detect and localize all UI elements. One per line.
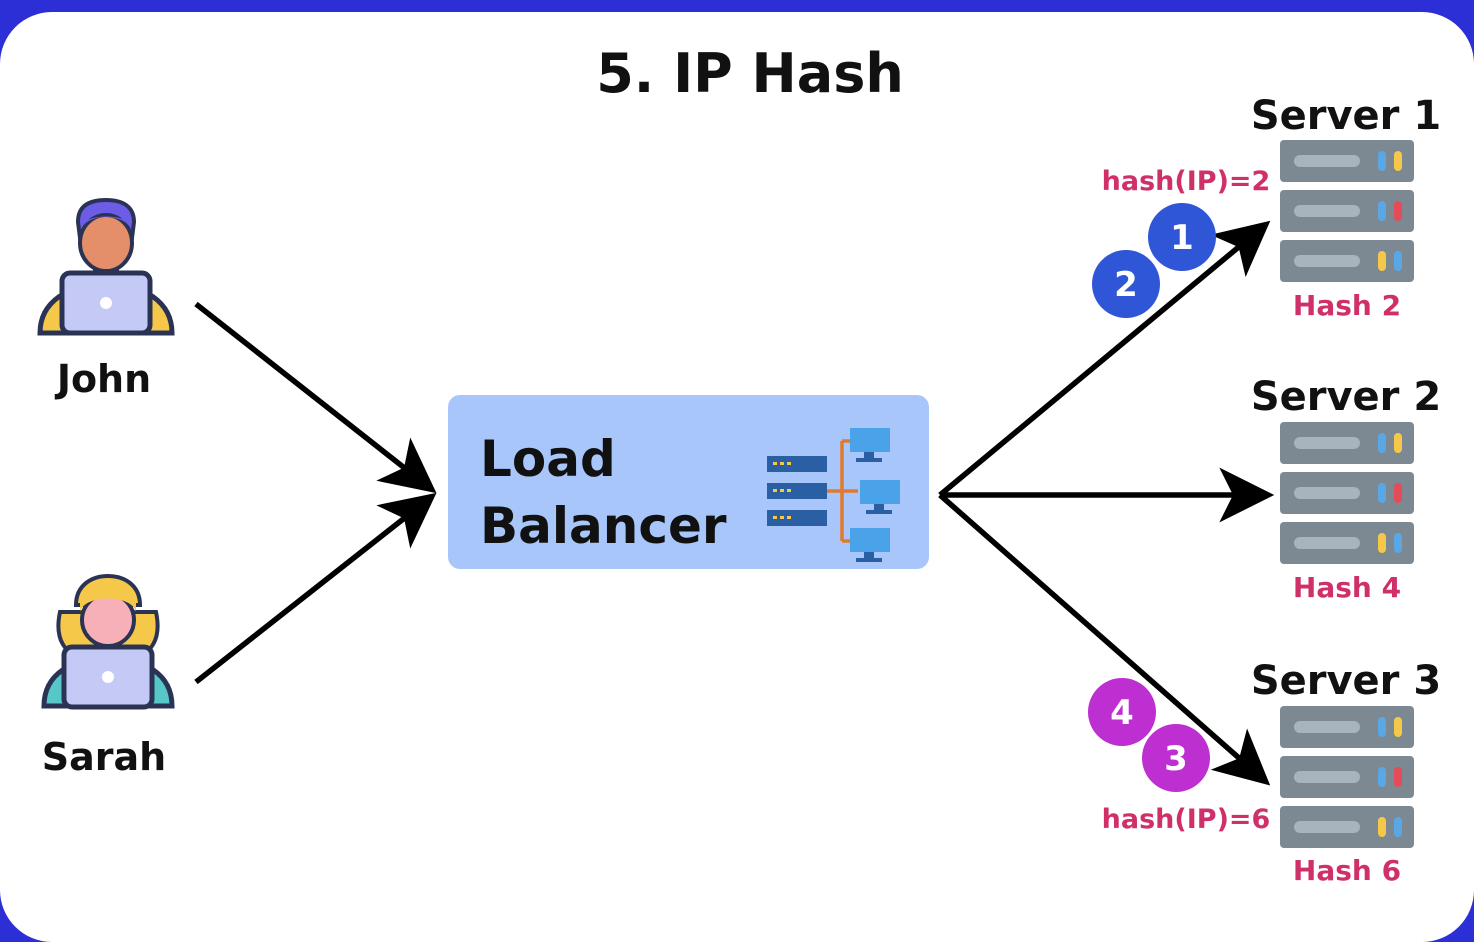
ip-hash-diagram: 5. IP Hash John Sarah Load	[37, 42, 1441, 887]
badge-number: 1	[1170, 218, 1194, 258]
server-1-icon	[1280, 140, 1414, 282]
server-2-icon	[1280, 422, 1414, 564]
server-1-name: Server 1	[1251, 93, 1441, 139]
server-3-icon	[1280, 706, 1414, 848]
server-3-name: Server 3	[1251, 658, 1441, 704]
server-2-name: Server 2	[1251, 374, 1441, 420]
server-1-hash: Hash 2	[1293, 289, 1401, 322]
request-badge-1: 1	[1148, 203, 1216, 271]
badge-number: 3	[1164, 739, 1188, 779]
badge-circle	[1088, 678, 1156, 746]
badge-circle	[1142, 724, 1210, 792]
user-name-sarah: Sarah	[42, 735, 166, 779]
john-user-icon	[37, 197, 175, 336]
arrow-john-to-lb	[194, 301, 437, 494]
badge-number: 4	[1110, 693, 1134, 733]
server-3-hash: Hash 6	[1293, 854, 1401, 887]
diagram-stage: 5. IP Hash John Sarah Load	[0, 12, 1474, 942]
badge-circle	[1148, 203, 1216, 271]
arrow-lb-to-server1	[938, 220, 1271, 498]
user-name-john: John	[54, 357, 151, 401]
request-badge-2: 2	[1092, 250, 1160, 318]
arrow-lb-to-server3	[938, 492, 1271, 786]
badge-number: 2	[1114, 265, 1138, 305]
request-badge-4: 4	[1088, 678, 1156, 746]
hash-annotation-top: hash(IP)=2	[1102, 166, 1271, 197]
badge-circle	[1092, 250, 1160, 318]
sarah-user-icon	[41, 573, 175, 710]
request-badge-3: 3	[1142, 724, 1210, 792]
load-balancer-label-line2: Balancer	[480, 497, 727, 555]
hash-annotation-bottom: hash(IP)=6	[1102, 804, 1271, 835]
load-balancer-label-line1: Load	[480, 430, 616, 488]
page-title: 5. IP Hash	[596, 42, 904, 105]
network-icon	[767, 428, 900, 562]
arrow-sarah-to-lb	[194, 492, 437, 685]
server-2-hash: Hash 4	[1293, 571, 1401, 604]
